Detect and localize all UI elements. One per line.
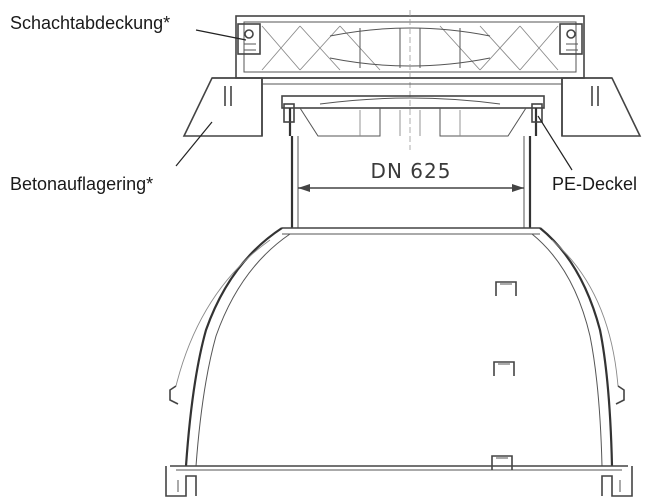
dimension-line: DN 625: [298, 159, 524, 192]
lid-label: PE-Deckel: [552, 174, 638, 194]
pe-lid: [281, 95, 545, 137]
shaft-body: [165, 227, 633, 497]
dimension-label: DN 625: [371, 159, 452, 183]
cover-label: Schachtabdeckung*: [10, 13, 171, 33]
leader-lines: [175, 29, 573, 171]
steps: [491, 281, 517, 470]
concrete-ring: [182, 77, 642, 137]
manhole-cover: [235, 10, 585, 150]
ring-label: Betonauflagering*: [10, 174, 154, 194]
shaft-neck: [290, 136, 532, 228]
